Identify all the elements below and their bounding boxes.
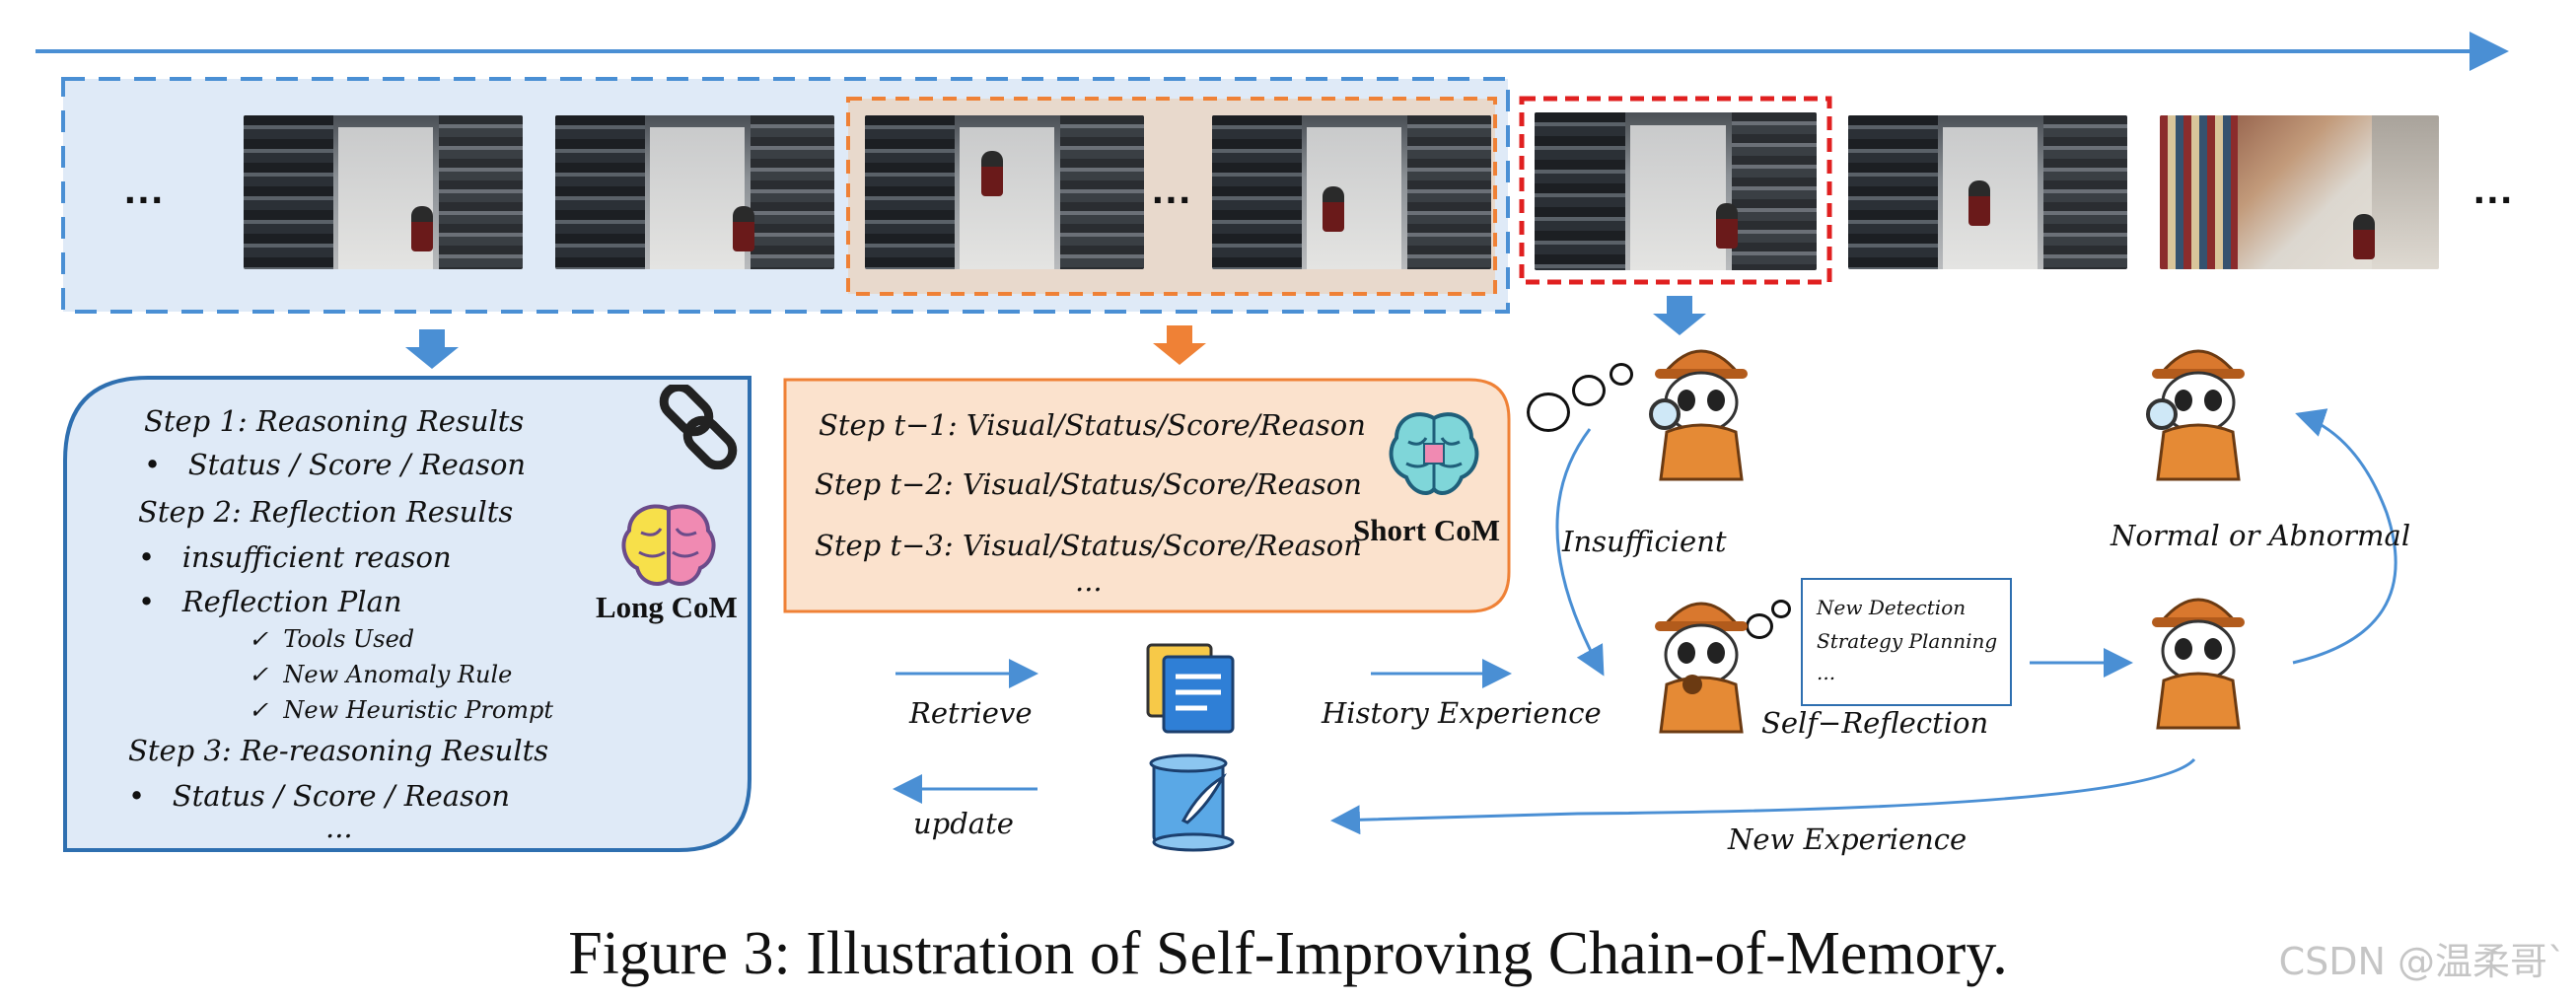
long-step2: Step 2: Reflection Results: [138, 495, 514, 529]
short-com-panel: [783, 378, 1511, 613]
document-stack-icon: [1146, 643, 1235, 734]
long-step2-item1: • insufficient reason: [138, 540, 452, 574]
thought-bubble-small: [1610, 363, 1633, 386]
insufficient-label: Insufficient: [1562, 525, 1727, 558]
retrieve-label: Retrieve: [909, 696, 1033, 730]
thought-bubble-medium: [1572, 375, 1606, 406]
detective-panda-icon: [1649, 349, 1748, 481]
video-frame-current: [1535, 112, 1817, 270]
long-sub1: ✓ Tools Used: [249, 625, 415, 653]
strategy-note: New Detection Strategy Planning ...: [1801, 578, 2012, 706]
note-line1: New Detection: [1817, 596, 1967, 619]
note-line2: Strategy Planning: [1817, 629, 1998, 653]
timeline-ellipsis-right: ...: [2473, 166, 2515, 212]
thought-bubble-large: [1527, 393, 1570, 432]
current-frame-highlight: [1519, 96, 1832, 285]
long-step3-item: • Status / Score / Reason: [128, 779, 511, 813]
short-com-label: Short CoM: [1353, 513, 1500, 547]
new-experience-label: New Experience: [1728, 822, 1968, 856]
timeline-ellipsis-left: ...: [124, 166, 166, 212]
video-frame-2: [555, 115, 834, 269]
normal-or-abnormal-label: Normal or Abnormal: [2111, 519, 2411, 552]
video-frame-4: [1212, 115, 1491, 269]
watermark: CSDN @温柔哥`: [2278, 940, 2566, 983]
detective-panda-updated-icon: [2152, 598, 2245, 730]
note-line3: ...: [1817, 661, 1836, 684]
long-com-panel: [63, 376, 751, 852]
long-step1: Step 1: Reasoning Results: [144, 404, 525, 438]
self-reflection-label: Self−Reflection: [1761, 706, 1989, 740]
teal-brain-icon: [1389, 412, 1479, 495]
long-com-label: Long CoM: [596, 590, 738, 624]
figure-caption: Figure 3: Illustration of Self-Improving…: [568, 920, 2008, 987]
long-step1-item: • Status / Score / Reason: [144, 448, 527, 481]
long-sub2: ✓ New Anomaly Rule: [249, 661, 513, 688]
timeline-ellipsis-mid: ...: [1152, 166, 1193, 212]
thought-bubble-2b: [1771, 600, 1791, 618]
short-ellipsis: ...: [1075, 564, 1103, 598]
update-label: update: [913, 807, 1014, 840]
down-arrow-current: [1653, 296, 1706, 335]
short-row2: Step t−2: Visual/Status/Score/Reason: [815, 467, 1362, 501]
down-arrow-short: [1153, 325, 1206, 365]
video-frame-1: [244, 115, 523, 269]
down-arrow-long: [405, 329, 459, 369]
video-frame-7: [2160, 115, 2439, 269]
short-row3: Step t−3: Visual/Status/Score/Reason: [815, 529, 1362, 562]
long-sub3: ✓ New Heuristic Prompt: [249, 696, 554, 724]
scroll-quill-icon: [1149, 753, 1235, 852]
long-step2-item2: • Reflection Plan: [138, 585, 402, 618]
video-frame-3: [865, 115, 1144, 269]
long-ellipsis: ...: [325, 811, 353, 844]
history-experience-label: History Experience: [1322, 696, 1602, 730]
detective-panda-thinking-icon: [1655, 602, 1748, 734]
long-step3: Step 3: Re-reasoning Results: [128, 734, 549, 767]
chain-link-icon: [659, 385, 738, 469]
video-frame-6: [1848, 115, 2127, 269]
short-row1: Step t−1: Visual/Status/Score/Reason: [819, 408, 1366, 442]
detective-panda-result-icon: [2146, 349, 2245, 481]
colorful-brain-icon: [621, 504, 716, 586]
